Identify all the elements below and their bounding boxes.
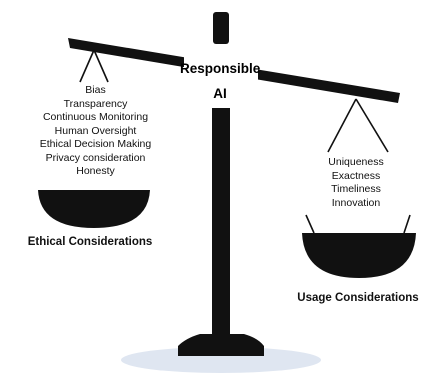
list-item: Exactness	[331, 169, 381, 182]
left-pan	[38, 190, 150, 228]
scale-title: Responsible AI	[180, 56, 260, 106]
scale-post	[212, 86, 230, 338]
right-pan	[302, 233, 416, 278]
title-line-2: AI	[213, 86, 227, 101]
left-pan-items: Bias Transparency Continuous Monitoring …	[18, 84, 173, 179]
base-shadow	[121, 347, 321, 373]
list-item: Transparency	[63, 97, 128, 110]
list-item: Continuous Monitoring	[42, 111, 149, 123]
list-item: Ethical Decision Making	[39, 138, 152, 150]
title-backdrop	[184, 56, 258, 108]
list-item: Privacy consideration	[45, 151, 146, 164]
scale-finial	[213, 12, 229, 44]
list-item: Timeliness	[331, 183, 381, 195]
left-pan-caption: Ethical Considerations	[27, 236, 153, 248]
right-pan-caption: Usage Considerations	[297, 292, 419, 304]
title-line-1: Responsible	[180, 61, 261, 76]
list-item: Honesty	[76, 165, 115, 177]
left-pan-hanger	[79, 49, 109, 83]
scale-base	[178, 334, 264, 356]
list-item: Uniqueness	[328, 156, 384, 168]
right-pan-items: Uniqueness Exactness Timeliness Innovati…	[312, 156, 400, 210]
right-pan-hanger	[305, 98, 411, 234]
list-item: Innovation	[331, 196, 381, 209]
list-item: Bias	[85, 84, 106, 96]
list-item: Human Oversight	[54, 124, 137, 137]
